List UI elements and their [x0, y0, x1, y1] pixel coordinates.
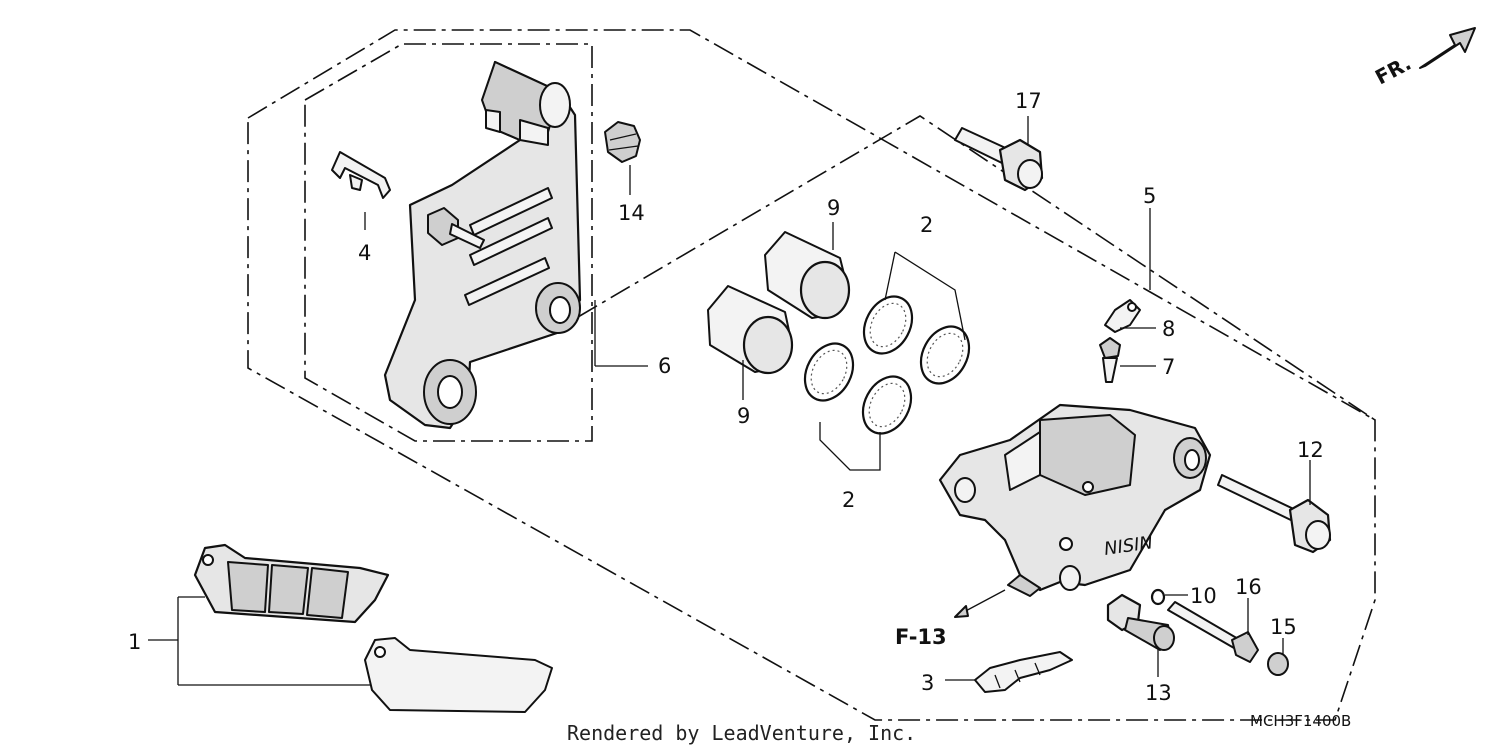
mounting-bolt[interactable] — [1106, 593, 1175, 651]
caliper-body-boundary — [577, 115, 1376, 421]
callout-8: 8 — [1162, 317, 1175, 341]
leader-lines — [148, 116, 1311, 686]
pad-spring[interactable] — [331, 151, 391, 199]
piston-seal-2[interactable] — [911, 318, 978, 392]
callout-1: 1 — [128, 630, 141, 654]
outer-assembly-boundary — [247, 29, 1376, 721]
slide-pin[interactable] — [1167, 601, 1259, 663]
front-arrow-icon — [1419, 27, 1476, 69]
piston-seal-4[interactable] — [853, 368, 920, 442]
bleeder-cap[interactable] — [1104, 299, 1141, 333]
callout-14: 14 — [618, 201, 645, 225]
callout-9-top: 9 — [827, 196, 840, 220]
bracket-assembly-boundary — [304, 43, 593, 442]
callout-5: 5 — [1143, 184, 1156, 208]
callout-13: 13 — [1145, 681, 1172, 705]
callout-12: 12 — [1297, 438, 1324, 462]
callout-2-top: 2 — [920, 213, 933, 237]
caliper-bracket[interactable] — [383, 60, 582, 430]
callout-labels: 1 2 2 3 4 5 6 7 8 9 9 10 12 13 14 15 16 … — [128, 89, 1324, 705]
callout-10: 10 — [1190, 584, 1217, 608]
callout-4: 4 — [358, 241, 371, 265]
piston-seal-3[interactable] — [795, 335, 862, 409]
brake-pad-lower[interactable] — [364, 637, 553, 713]
callout-3: 3 — [921, 671, 934, 695]
pin-cap[interactable] — [1267, 652, 1289, 676]
caliper-body[interactable]: NISIN — [938, 403, 1212, 597]
callout-2-bottom: 2 — [842, 488, 855, 512]
front-direction-label: FR. — [1371, 51, 1415, 90]
front-direction-indicator: FR. — [1371, 27, 1476, 90]
piston-seal-1[interactable] — [854, 288, 921, 362]
credit-text: Rendered by LeadVenture, Inc. — [567, 721, 916, 745]
sealing-washer[interactable] — [1150, 588, 1166, 606]
callout-17: 17 — [1015, 89, 1042, 113]
assembly-boundaries — [247, 29, 1376, 721]
callout-15: 15 — [1270, 615, 1297, 639]
pin-bolt-long[interactable] — [1217, 474, 1332, 554]
piston-lower[interactable] — [707, 285, 794, 375]
callout-7: 7 — [1162, 355, 1175, 379]
reference-label[interactable]: F-13 — [895, 625, 947, 649]
rubber-boot[interactable] — [604, 121, 641, 163]
callout-6: 6 — [658, 354, 671, 378]
piston-upper[interactable] — [764, 231, 851, 320]
callout-16: 16 — [1235, 575, 1262, 599]
callout-9-bottom: 9 — [737, 404, 750, 428]
pin-bolt-top[interactable] — [954, 127, 1044, 192]
bleeder-valve[interactable] — [1099, 337, 1121, 383]
diagram-code: MCH3F1400B — [1250, 712, 1351, 730]
brake-pad-set[interactable] — [193, 543, 553, 713]
pad-retainer[interactable] — [974, 651, 1073, 693]
